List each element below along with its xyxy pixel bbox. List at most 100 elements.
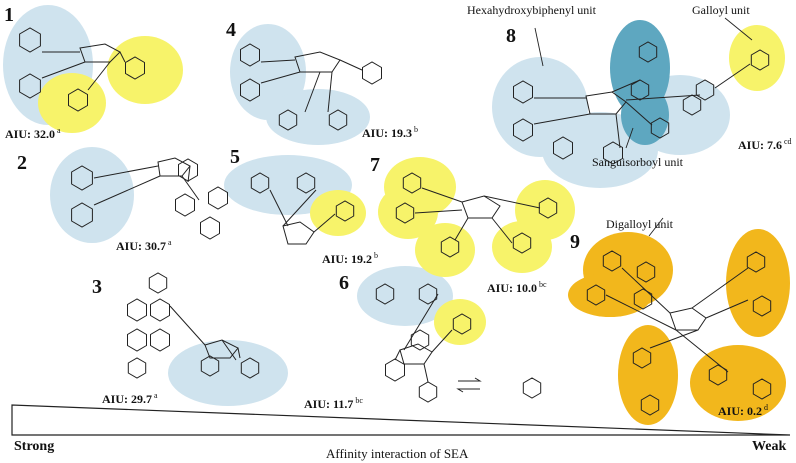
aromatic-ring bbox=[633, 288, 653, 310]
aromatic-ring bbox=[68, 88, 88, 112]
c8-sanguisorboyl-highlight bbox=[621, 85, 669, 145]
aromatic-ring bbox=[240, 43, 260, 67]
bond bbox=[414, 209, 463, 214]
aromatic-ring bbox=[410, 329, 430, 351]
aromatic-ring bbox=[638, 41, 658, 63]
c6-galloyl-highlight bbox=[434, 299, 486, 345]
aromatic-ring bbox=[240, 357, 260, 379]
aromatic-ring bbox=[375, 283, 395, 305]
aromatic-ring bbox=[150, 328, 170, 352]
c5-galloyl-highlight bbox=[310, 190, 366, 236]
bond bbox=[41, 61, 86, 79]
aromatic-ring bbox=[200, 355, 220, 377]
label-sanguisorboyl-unit: Sanguisorboyl unit bbox=[592, 155, 684, 169]
aromatic-ring bbox=[586, 284, 606, 306]
aromatic-ring bbox=[19, 27, 41, 53]
c7-galloyl-highlight bbox=[378, 185, 438, 239]
aromatic-ring bbox=[148, 272, 168, 294]
compound-number-9: 9 bbox=[570, 231, 580, 253]
aromatic-ring bbox=[695, 79, 715, 101]
aromatic-ring bbox=[125, 56, 145, 80]
axis-title: Affinity interaction of SEA bbox=[326, 446, 469, 461]
aromatic-ring bbox=[708, 364, 728, 386]
affinity-wedge bbox=[11, 404, 791, 436]
aromatic-ring bbox=[752, 295, 772, 317]
aromatic-ring bbox=[19, 73, 41, 99]
label-digalloyl-unit: Digalloyl unit bbox=[606, 217, 673, 231]
c6-hhdp-highlight bbox=[357, 266, 453, 326]
c8-galloyl-highlight bbox=[729, 25, 785, 91]
aromatic-ring bbox=[750, 49, 770, 71]
aromatic-ring bbox=[746, 251, 766, 273]
compound-number-2: 2 bbox=[17, 152, 27, 174]
aromatic-ring bbox=[71, 165, 93, 191]
sugar-core bbox=[294, 51, 341, 73]
c9-digalloyl-highlight bbox=[618, 325, 678, 425]
aromatic-ring bbox=[127, 298, 147, 322]
aromatic-ring bbox=[682, 94, 702, 116]
bond bbox=[625, 101, 653, 126]
bond bbox=[625, 94, 701, 101]
aromatic-ring bbox=[636, 261, 656, 283]
aromatic-ring bbox=[632, 347, 652, 369]
compound-number-6: 6 bbox=[339, 272, 349, 294]
bond bbox=[87, 61, 111, 91]
label-hexahydroxybiphenyl-unit: Hexahydroxybiphenyl unit bbox=[467, 3, 596, 17]
bond bbox=[93, 165, 159, 179]
bond bbox=[93, 175, 161, 206]
compound-number-4: 4 bbox=[226, 19, 236, 41]
compound-number-7: 7 bbox=[370, 154, 380, 176]
label-galloyl-unit: Galloyl unit bbox=[692, 3, 750, 17]
c4-hhdp-highlight bbox=[266, 89, 370, 145]
chemical-structures bbox=[19, 27, 772, 416]
bond bbox=[169, 305, 206, 346]
bond bbox=[649, 329, 699, 349]
c7-galloyl-highlight bbox=[515, 180, 575, 240]
bond bbox=[691, 267, 749, 309]
aromatic-ring bbox=[362, 61, 382, 85]
aromatic-ring bbox=[602, 250, 622, 272]
aromatic-ring bbox=[650, 117, 670, 139]
bond bbox=[483, 195, 541, 209]
aromatic-ring bbox=[538, 197, 558, 219]
c9-digalloyl-highlight bbox=[690, 345, 786, 421]
aromatic-ring bbox=[240, 78, 260, 102]
aromatic-ring bbox=[603, 141, 623, 165]
compound-number-1: 1 bbox=[4, 4, 14, 26]
bond bbox=[119, 51, 126, 63]
sugar-core bbox=[669, 307, 707, 331]
bond bbox=[421, 187, 463, 203]
aromatic-ring bbox=[752, 378, 772, 400]
sugar-core bbox=[204, 339, 239, 359]
aromatic-ring bbox=[178, 158, 198, 182]
sugar-core bbox=[157, 157, 191, 177]
aromatic-ring bbox=[522, 377, 542, 399]
c7-galloyl-highlight bbox=[415, 223, 475, 277]
aromatic-ring bbox=[278, 109, 298, 131]
bond bbox=[187, 165, 191, 183]
bond bbox=[181, 175, 200, 201]
aromatic-ring bbox=[71, 202, 93, 228]
compound-number-5: 5 bbox=[230, 146, 240, 168]
leader-lines bbox=[534, 17, 753, 237]
aromatic-ring bbox=[250, 172, 270, 194]
aromatic-ring bbox=[513, 118, 533, 142]
bond bbox=[304, 71, 321, 113]
bond bbox=[423, 363, 429, 383]
bond bbox=[675, 329, 729, 373]
aromatic-ring bbox=[452, 313, 472, 335]
bond bbox=[260, 59, 296, 63]
aromatic-ring bbox=[127, 328, 147, 352]
aromatic-ring bbox=[553, 136, 573, 160]
aromatic-ring bbox=[328, 109, 348, 131]
bond bbox=[611, 79, 641, 93]
aromatic-ring bbox=[630, 79, 650, 101]
bond bbox=[221, 339, 237, 361]
aromatic-ring bbox=[296, 172, 316, 194]
c1-galloyl-highlight bbox=[38, 73, 106, 133]
